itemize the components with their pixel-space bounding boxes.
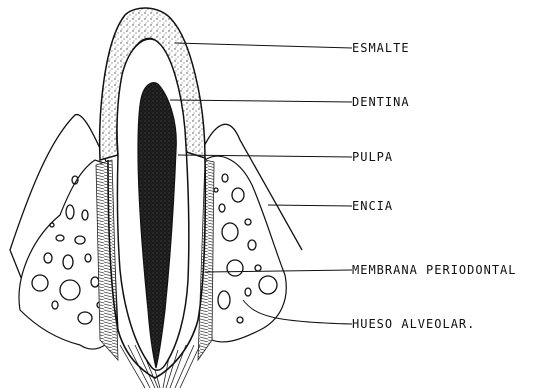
alveolar-bone-right — [205, 156, 286, 342]
label-hueso: HUESO ALVEOLAR. — [352, 317, 475, 331]
leader-esmalte — [175, 43, 352, 48]
label-encia: ENCIA — [352, 199, 393, 213]
label-esmalte: ESMALTE — [352, 41, 410, 55]
label-membrana: MEMBRANA PERIODONTAL — [352, 263, 517, 277]
leader-encia — [268, 205, 352, 206]
label-pulpa: PULPA — [352, 150, 393, 164]
label-dentina: DENTINA — [352, 95, 410, 109]
